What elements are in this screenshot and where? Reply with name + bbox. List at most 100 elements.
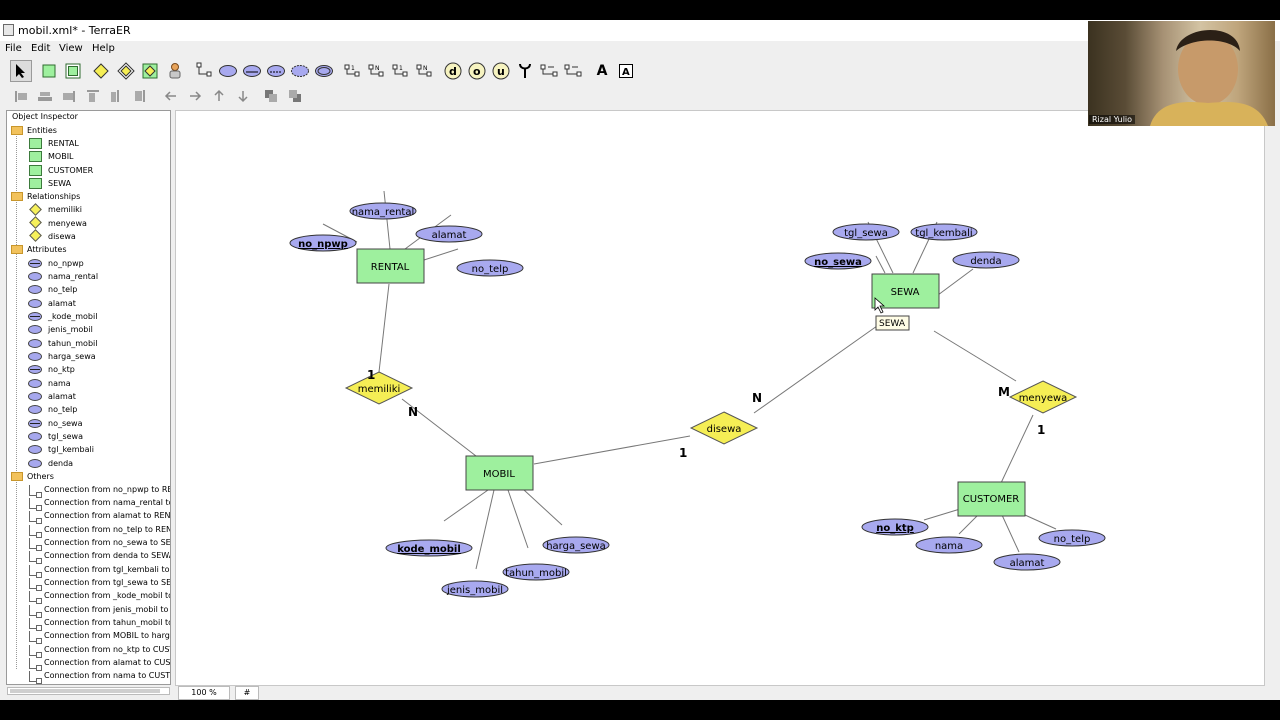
move-right-button[interactable] [184, 85, 206, 107]
entity-tool-button[interactable] [38, 60, 60, 82]
tree-item-attribute[interactable]: denda [48, 459, 74, 468]
tree-item-connection[interactable]: Connection from jenis_mobil to M [44, 605, 171, 614]
align-bottom-button[interactable] [130, 85, 152, 107]
attribute-tool-button[interactable] [217, 60, 239, 82]
attribute-tgl-kembali[interactable]: tgl_kembali [910, 223, 978, 241]
tree-item-connection[interactable]: Connection from alamat to CUST [44, 658, 171, 667]
tree-item-attribute[interactable]: harga_sewa [48, 352, 96, 361]
relationship-memiliki[interactable]: memiliki [344, 371, 414, 405]
align-left-button[interactable] [10, 85, 32, 107]
menu-view[interactable]: View [59, 43, 83, 54]
connection-line[interactable] [423, 248, 459, 261]
tree-item-connection[interactable]: Connection from no_sewa to SEV [44, 538, 171, 547]
connection-line[interactable] [383, 190, 391, 250]
relationship-menyewa[interactable]: menyewa [1008, 380, 1078, 414]
align-top-button[interactable] [82, 85, 104, 107]
connection-line[interactable] [933, 330, 1017, 382]
connection-n-tool-button[interactable]: N [365, 60, 387, 82]
relationship-tool-button[interactable] [90, 60, 112, 82]
tree-item-connection[interactable]: Connection from denda to SEWA [44, 551, 171, 560]
composite-attribute-tool-button[interactable] [313, 60, 335, 82]
connection-line[interactable] [533, 435, 691, 465]
zoom-level[interactable]: 100 % [178, 686, 230, 700]
connection-line[interactable] [937, 268, 974, 296]
menu-edit[interactable]: Edit [31, 43, 51, 54]
attribute-denda[interactable]: denda [952, 251, 1020, 269]
specialization-tool-button[interactable] [514, 60, 536, 82]
connection-line[interactable] [523, 489, 563, 526]
move-up-button[interactable] [208, 85, 230, 107]
tree-item-attribute[interactable]: _kode_mobil [48, 312, 98, 321]
select-tool-button[interactable] [10, 60, 32, 82]
connection-line[interactable] [958, 514, 979, 535]
tree-item-relationship[interactable]: disewa [48, 232, 76, 241]
tree-item-connection[interactable]: Connection from MOBIL to harga_ [44, 631, 171, 640]
connection-line[interactable] [378, 283, 390, 373]
inspector-horizontal-scrollbar[interactable] [7, 687, 170, 695]
overlap-tool-button[interactable]: o [466, 60, 488, 82]
tree-item-connection[interactable]: Connection from no_telp to RENT [44, 525, 171, 534]
connection-1-tool-button[interactable]: 1 [389, 60, 411, 82]
entity-mobil[interactable]: MOBIL [465, 455, 534, 491]
attribute-nama[interactable]: nama [915, 536, 983, 554]
diagram-canvas[interactable]: RENTAL MOBIL SEWA CUSTOMER memiliki d [175, 110, 1265, 686]
tree-group-relationships[interactable]: Relationships [27, 192, 81, 201]
connection-role-alt-tool-button[interactable] [562, 60, 584, 82]
connection-line[interactable] [443, 489, 489, 522]
connection-tool-button[interactable] [193, 60, 215, 82]
tree-item-attribute[interactable]: no_telp [48, 285, 78, 294]
tree-item-connection[interactable]: Connection from nama to CUSTO [44, 671, 171, 680]
multivalued-attribute-tool-button[interactable] [289, 60, 311, 82]
tree-item-attribute[interactable]: alamat [48, 299, 76, 308]
discriminant-attribute-tool-button[interactable] [265, 60, 287, 82]
tree-item-attribute[interactable]: nama_rental [48, 272, 99, 281]
tree-group-attributes[interactable]: Attributes [27, 245, 67, 254]
tree-group-others[interactable]: Others [27, 472, 54, 481]
attribute-no-ktp[interactable]: no_ktp [861, 518, 929, 536]
attribute-alamat-customer[interactable]: alamat [993, 553, 1061, 571]
union-tool-button[interactable]: u [490, 60, 512, 82]
weak-relationship-tool-button[interactable] [115, 60, 137, 82]
menu-file[interactable]: File [5, 43, 22, 54]
align-middle-button[interactable] [106, 85, 128, 107]
text-tool-button[interactable]: A [591, 60, 613, 82]
tree-item-connection[interactable]: Connection from no_npwp to REN [44, 485, 171, 494]
tree-item-attribute[interactable]: tgl_kembali [48, 445, 94, 454]
attribute-no-telp-customer[interactable]: no_telp [1038, 529, 1106, 547]
connection-line[interactable] [923, 508, 961, 521]
inheritance-tool-button[interactable] [164, 60, 186, 82]
tree-item-attribute[interactable]: nama [48, 379, 71, 388]
attribute-nama-rental[interactable]: nama_rental [349, 202, 417, 220]
tree-item-attribute[interactable]: no_npwp [48, 259, 84, 268]
tree-item-connection[interactable]: Connection from tgl_kembali to S [44, 565, 171, 574]
attribute-tahun-mobil[interactable]: tahun_mobil [502, 563, 570, 581]
entity-customer[interactable]: CUSTOMER [957, 481, 1026, 517]
tree-item-attribute[interactable]: alamat [48, 392, 76, 401]
connection-11-tool-button[interactable]: 1 [341, 60, 363, 82]
attribute-no-telp-rental[interactable]: no_telp [456, 259, 524, 277]
connection-line[interactable] [875, 255, 886, 274]
move-left-button[interactable] [160, 85, 182, 107]
attribute-kode-mobil[interactable]: kode_mobil [385, 539, 473, 557]
tree-item-attribute[interactable]: no_sewa [48, 419, 83, 428]
tree-item-attribute[interactable]: no_ktp [48, 365, 75, 374]
tree-item-attribute[interactable]: tgl_sewa [48, 432, 83, 441]
tree-item-relationship[interactable]: menyewa [48, 219, 87, 228]
connection-line[interactable] [507, 489, 529, 549]
connection-line[interactable] [1000, 414, 1034, 484]
tree-item-connection[interactable]: Connection from _kode_mobil to [44, 591, 171, 600]
tree-item-connection[interactable]: Connection from no_ktp to CUST [44, 645, 171, 654]
attribute-tgl-sewa[interactable]: tgl_sewa [832, 223, 900, 241]
connection-role-tool-button[interactable] [538, 60, 560, 82]
tree-item-entity[interactable]: MOBIL [48, 152, 74, 161]
tree-item-relationship[interactable]: memiliki [48, 205, 83, 214]
move-down-button[interactable] [232, 85, 254, 107]
send-back-button[interactable] [284, 85, 306, 107]
tree-item-connection[interactable]: Connection from tahun_mobil to [44, 618, 171, 627]
attribute-harga-sewa[interactable]: harga_sewa [542, 536, 610, 554]
bring-front-button[interactable] [260, 85, 282, 107]
align-center-button[interactable] [34, 85, 56, 107]
scrollbar-thumb[interactable] [10, 689, 160, 693]
boxed-text-tool-button[interactable]: A [615, 60, 637, 82]
associative-entity-tool-button[interactable] [139, 60, 161, 82]
